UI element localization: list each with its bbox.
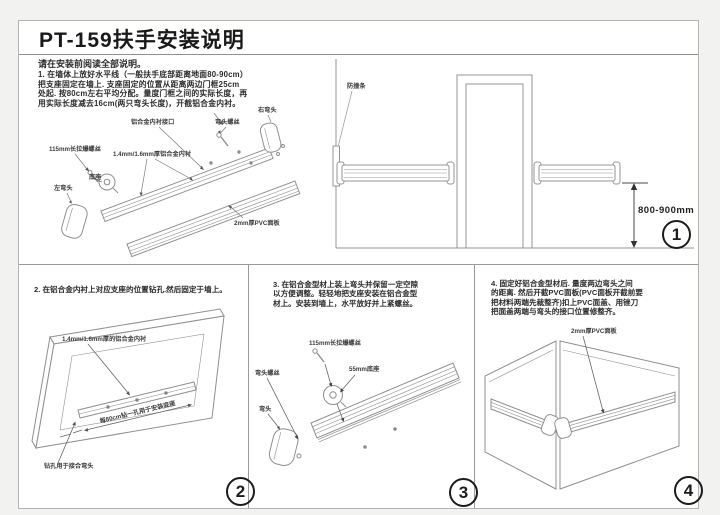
bumper-leader — [338, 90, 353, 146]
step4-line-2: 的距离. 然后开截PVC面板(PVC面板开截前要 — [491, 288, 643, 298]
expansion-screw-part — [87, 170, 99, 183]
pvc-cover-bar — [126, 180, 301, 258]
step4-text-block: 4. 固定好铝合金型材后. 量度两边弯头之间 的距离. 然后开截PVC面板(PV… — [491, 279, 643, 317]
step1-line-3: 处起. 按80cm左右平均分配。量度门框之间的实际长度，再 — [38, 89, 248, 99]
leader-arrowheads — [277, 382, 345, 440]
leader-arrowheads — [68, 120, 232, 209]
step4-line-3: 把材料两端先裁整齐)扣上PVC面盖、用锉刀 — [491, 297, 639, 307]
step4-number-badge: 4 — [674, 476, 703, 505]
instruction-sheet: PT-159扶手安装说明 请在安装前阅读全部说明。 1. 在墙体上放好水平线（一… — [18, 20, 703, 509]
screw-dot — [276, 152, 280, 156]
right-handrail — [533, 161, 621, 185]
elbow-screw-dot — [296, 453, 302, 459]
step2-number-badge: 2 — [226, 477, 255, 506]
elbow-screw-part — [216, 132, 229, 147]
handrail-profile-bar — [310, 362, 462, 443]
screw-dot — [209, 161, 213, 165]
leader-lines — [266, 363, 356, 438]
handrail-right-face — [566, 391, 676, 434]
horizontal-divider — [19, 264, 698, 265]
base-mount-part — [98, 173, 119, 194]
wall-slab — [31, 308, 225, 450]
height-dimension — [622, 182, 648, 245]
dimension-arrowheads — [630, 183, 638, 248]
step3-number-badge: 3 — [449, 478, 478, 507]
left-handrail — [336, 161, 455, 185]
label-elbow-screw: 弯头螺丝 — [215, 118, 240, 126]
base-mount — [323, 385, 347, 408]
screw-dot — [393, 427, 397, 431]
step1-line-1: 1. 在墙体上放好水平线（一般扶手底部距离地面80-90cm） — [38, 70, 248, 79]
step2-text: 2. 在铝合金内衬上对应支座的位置钻孔.然后固定于墙上。 — [34, 285, 227, 294]
vertical-divider-2 — [474, 264, 475, 508]
screw-dot — [249, 161, 253, 165]
label-liner-joint: 铝合金内衬接口 — [131, 118, 174, 126]
step3-line-2: 以方便调整。轻轻地把支座安装在铝合金型 — [273, 289, 418, 299]
liner-bar-on-wall — [77, 381, 197, 419]
label-55mm-base: 55mm底座 — [349, 365, 380, 373]
label-pvc-panel: 2mm厚PVC面板 — [234, 219, 281, 227]
screw-dot — [237, 150, 241, 154]
step3-drawing: 115mm长拉爆螺丝 弯头螺丝 55mm底座 弯头 — [255, 339, 462, 467]
step4-line-1: 4. 固定好铝合金型材后. 量度两边弯头之间 — [491, 279, 633, 288]
step4-line-4: 把面盖两端与弯头的接口位置修整齐。 — [491, 307, 621, 317]
step4-drawing: 2mm厚PVC面板 — [484, 327, 680, 490]
label-115mm-screw: 115mm长拉爆螺丝 — [49, 145, 101, 153]
aluminium-liner-bar — [100, 147, 274, 223]
label-pvc-panel: 2mm厚PVC面板 — [571, 327, 618, 335]
label-elbow: 弯头 — [259, 405, 271, 413]
label-elbow-screw: 弯头螺丝 — [255, 369, 280, 377]
elbow-part — [268, 428, 299, 467]
label-bumper-strip: 防撞条 — [347, 82, 366, 90]
right-elbow-part — [259, 122, 282, 153]
label-base: 底座 — [89, 173, 102, 181]
label-liner: 1.4mm/1.6mm厚的铝合金内衬 — [62, 335, 147, 343]
label-liner: 1.4mm/1.6mm厚铝合金内衬 — [113, 150, 192, 158]
label-elbow-hole: 钻孔用于接合弯头 — [44, 462, 94, 470]
screw-dot — [281, 144, 285, 148]
step3-text-block: 3. 在铝合金型材上装上弯头并保留一定空隙 以方便调整。轻轻地把支座安装在铝合金… — [273, 280, 418, 308]
step3-line-1: 3. 在铝合金型材上装上弯头并保留一定空隙 — [273, 280, 419, 289]
page-title: PT-159扶手安装说明 — [39, 29, 245, 52]
elevation-view-drawing: 防撞条 800-900mm — [332, 59, 694, 249]
step3-line-3: 材上。安装到墙上，水平放好并上紧螺丝。 — [273, 298, 418, 308]
corner-elbow — [540, 414, 572, 439]
label-left-elbow: 左弯头 — [53, 184, 73, 192]
exploded-view-drawing: 115mm长拉爆螺丝 1.4mm/1.6mm厚铝合金内衬 铝合金内衬接口 弯头螺… — [49, 106, 301, 258]
step1-line-4: 用实际长度减去16cm(两只弯头长度)，开截铝合金内衬。 — [38, 99, 241, 109]
vertical-divider-1 — [248, 264, 249, 508]
dimension-lines — [57, 343, 191, 464]
label-mount-height: 800-900mm — [638, 205, 694, 216]
left-elbow-part — [61, 203, 88, 239]
door-frame — [456, 74, 533, 248]
step1-number-badge: 1 — [662, 220, 691, 249]
intro-line: 请在安装前阅读全部说明。 — [38, 59, 147, 69]
leader-lines — [66, 112, 272, 219]
pvc-leader — [582, 335, 604, 412]
expansion-screw — [312, 348, 325, 363]
label-115mm-screw: 115mm长拉爆螺丝 — [309, 339, 361, 347]
step1-text-block: 请在安装前阅读全部说明。 1. 在墙体上放好水平线（一般扶手底部距离地面80-9… — [38, 59, 248, 109]
dimension-arrowheads — [72, 391, 192, 432]
step2-drawing: 1.4mm/1.6mm厚的铝合金内衬 每80cm钻一孔用于安装底座 钻孔用于接合… — [31, 308, 225, 470]
pvc-arrowhead — [600, 409, 605, 414]
screw-dot — [363, 445, 367, 449]
label-right-elbow: 右弯头 — [258, 106, 277, 114]
step1-line-2: 把支座固定在墙上. 支座固定的位置从距离两边门框25cm — [38, 79, 240, 89]
title-divider — [19, 54, 698, 55]
